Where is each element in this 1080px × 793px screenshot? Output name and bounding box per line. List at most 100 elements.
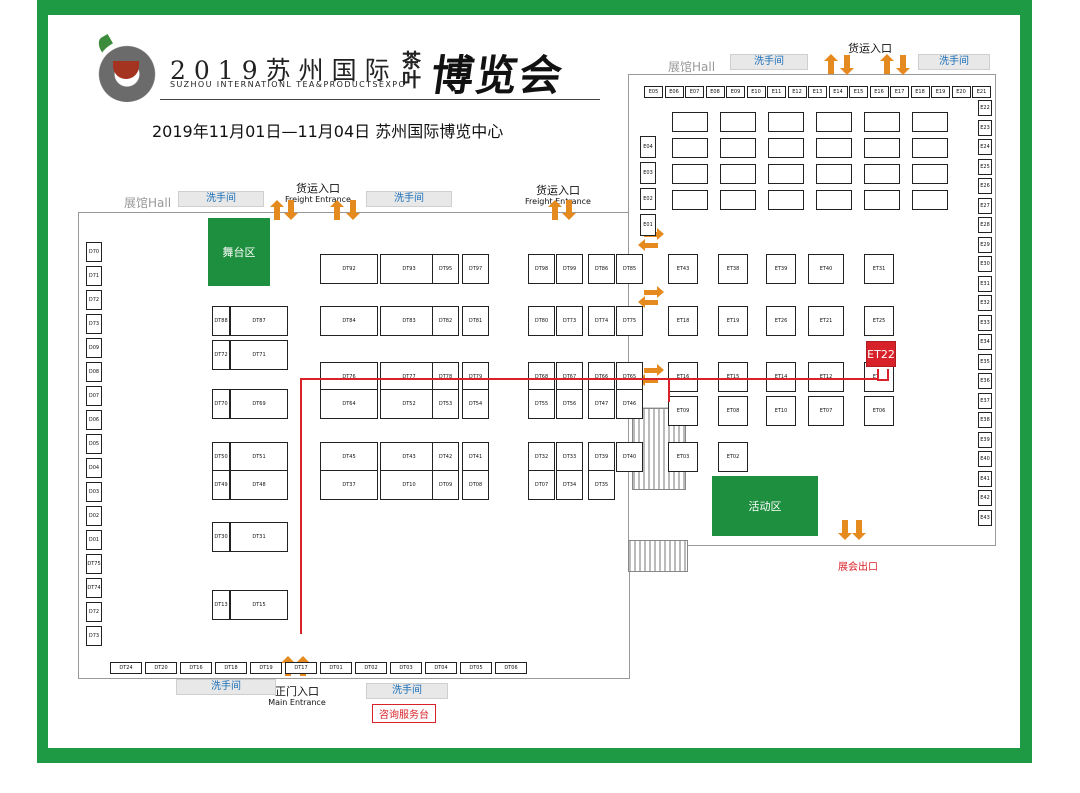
booth[interactable] (816, 190, 852, 210)
booth[interactable]: DT50 (212, 442, 230, 472)
booth[interactable] (912, 138, 948, 158)
booth[interactable]: DT76 (320, 362, 378, 392)
booth[interactable] (720, 138, 756, 158)
booth[interactable]: DT24 (110, 662, 142, 674)
booth[interactable]: ET26 (766, 306, 796, 336)
booth[interactable] (912, 164, 948, 184)
booth[interactable]: D72 (86, 602, 102, 622)
booth[interactable]: DT56 (556, 389, 583, 419)
booth[interactable]: E42 (978, 490, 992, 506)
booth[interactable]: DT06 (495, 662, 527, 674)
booth[interactable] (912, 190, 948, 210)
booth[interactable]: DT20 (145, 662, 177, 674)
booth[interactable]: DT08 (462, 470, 489, 500)
booth[interactable]: DT54 (462, 389, 489, 419)
booth[interactable]: DT98 (528, 254, 555, 284)
booth[interactable]: DT86 (588, 254, 615, 284)
booth[interactable]: ET31 (864, 254, 894, 284)
booth[interactable]: ET14 (766, 362, 796, 392)
booth[interactable]: E08 (705, 86, 725, 98)
booth[interactable]: E14 (828, 86, 848, 98)
booth[interactable]: DT01 (320, 662, 352, 674)
booth[interactable]: ET25 (864, 306, 894, 336)
booth[interactable]: E29 (978, 236, 992, 253)
booth[interactable]: D09 (86, 338, 102, 358)
booth[interactable]: DT67 (556, 362, 583, 392)
booth[interactable]: DT39 (588, 442, 615, 472)
booth[interactable]: E01 (640, 214, 656, 236)
booth[interactable]: DT34 (556, 470, 583, 500)
booth[interactable]: DT17 (285, 662, 317, 674)
booth[interactable]: ET21 (808, 306, 844, 336)
booth[interactable]: DT75 (86, 554, 102, 574)
booth[interactable]: DT16 (180, 662, 212, 674)
booth[interactable]: DT71 (230, 340, 288, 370)
booth[interactable]: DT45 (320, 442, 378, 472)
booth[interactable] (768, 164, 804, 184)
booth[interactable]: ET10 (766, 396, 796, 426)
booth[interactable]: DT04 (425, 662, 457, 674)
booth[interactable]: ET15 (718, 362, 748, 392)
booth[interactable]: E15 (849, 86, 868, 98)
booth[interactable] (768, 190, 804, 210)
booth[interactable]: DT33 (556, 442, 583, 472)
booth[interactable]: D72 (86, 290, 102, 310)
booth[interactable]: ET08 (718, 396, 748, 426)
booth[interactable]: E43 (978, 509, 992, 526)
booth[interactable] (816, 138, 852, 158)
booth[interactable]: E34 (978, 334, 992, 350)
booth[interactable]: DT48 (230, 470, 288, 500)
booth[interactable]: DT35 (588, 470, 615, 500)
booth[interactable]: DT18 (215, 662, 247, 674)
booth[interactable] (864, 112, 900, 132)
booth[interactable]: D73 (86, 626, 102, 646)
booth[interactable]: DT87 (230, 306, 288, 336)
booth[interactable] (720, 112, 756, 132)
booth[interactable]: E04 (640, 136, 656, 158)
booth[interactable]: ET43 (668, 254, 698, 284)
booth[interactable]: DT52 (380, 389, 438, 419)
booth[interactable]: DT07 (528, 470, 555, 500)
booth[interactable]: ET40 (808, 254, 844, 284)
booth[interactable]: ET06 (864, 396, 894, 426)
booth[interactable]: DT37 (320, 470, 378, 500)
booth[interactable]: D71 (86, 266, 102, 286)
booth[interactable]: DT13 (212, 590, 230, 620)
booth[interactable]: E31 (978, 275, 992, 292)
booth[interactable]: E25 (978, 158, 992, 175)
booth[interactable]: E03 (640, 162, 656, 184)
booth[interactable]: E05 (644, 86, 663, 98)
booth[interactable] (672, 138, 708, 158)
booth[interactable]: E28 (978, 217, 992, 233)
booth[interactable]: D04 (86, 458, 102, 478)
booth[interactable]: DT32 (528, 442, 555, 472)
booth[interactable]: DT92 (320, 254, 378, 284)
booth[interactable]: DT19 (250, 662, 282, 674)
booth[interactable] (720, 190, 756, 210)
booth[interactable]: E11 (767, 86, 786, 98)
booth[interactable]: DT53 (432, 389, 459, 419)
booth[interactable]: DT88 (212, 306, 230, 336)
booth[interactable]: ET38 (718, 254, 748, 284)
booth[interactable]: E35 (978, 353, 992, 370)
booth[interactable]: DT66 (588, 362, 615, 392)
booth[interactable]: ET07 (808, 396, 844, 426)
booth[interactable]: E12 (787, 86, 807, 98)
booth[interactable]: ET09 (668, 396, 698, 426)
booth[interactable]: DT74 (588, 306, 615, 336)
booth[interactable]: E30 (978, 256, 992, 272)
booth[interactable]: DT09 (432, 470, 459, 500)
booth[interactable]: DT84 (320, 306, 378, 336)
booth[interactable]: E27 (978, 197, 992, 214)
booth[interactable]: DT47 (588, 389, 615, 419)
booth[interactable]: E18 (910, 86, 930, 98)
booth[interactable]: DT79 (462, 362, 489, 392)
booth[interactable]: ET03 (668, 442, 698, 472)
booth[interactable] (768, 138, 804, 158)
booth[interactable]: D07 (86, 386, 102, 406)
booth[interactable]: DT42 (432, 442, 459, 472)
booth[interactable]: E17 (890, 86, 909, 98)
booth[interactable]: DT68 (528, 362, 555, 392)
booth[interactable]: E24 (978, 139, 992, 155)
booth[interactable]: DT03 (390, 662, 422, 674)
